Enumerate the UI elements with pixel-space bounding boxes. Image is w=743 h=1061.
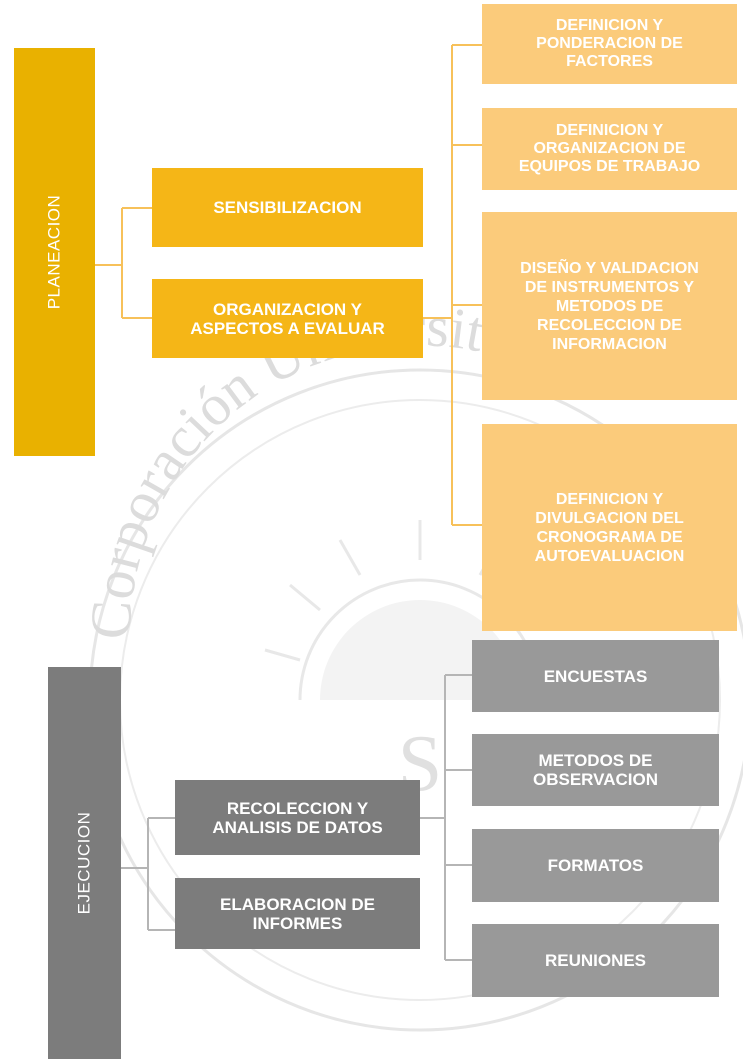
reuniones-box: REUNIONES (472, 924, 719, 997)
instrumentos-box: DISEÑO Y VALIDACION DE INSTRUMENTOS Y ME… (482, 212, 737, 400)
cronograma-label: DEFINICION Y DIVULGACION DEL CRONOGRAMA … (534, 490, 685, 565)
observacion-label: METODOS DE OBSERVACION (532, 751, 658, 789)
instrumentos-label: DISEÑO Y VALIDACION DE INSTRUMENTOS Y ME… (520, 259, 699, 353)
informes-box: ELABORACION DE INFORMES (175, 878, 420, 949)
organizacion-label: ORGANIZACION Y ASPECTOS A EVALUAR (190, 299, 385, 338)
planeacion-connectors (95, 44, 482, 526)
informes-label: ELABORACION DE INFORMES (220, 894, 375, 933)
ejecucion-connectors (121, 674, 472, 961)
sensibilizacion-label: SENSIBILIZACION (213, 198, 362, 217)
cronograma-box: DEFINICION Y DIVULGACION DEL CRONOGRAMA … (482, 424, 737, 631)
reuniones-label: REUNIONES (544, 951, 647, 970)
equipos-trabajo-label: DEFINICION Y ORGANIZACION DE EQUIPOS DE … (518, 122, 701, 175)
planeacion-title: PLANEACION (44, 194, 64, 310)
planeacion-bar: PLANEACION (14, 48, 95, 456)
ponderacion-factores-box: DEFINICION Y PONDERACION DE FACTORES (482, 4, 737, 84)
formatos-label: FORMATOS (547, 856, 644, 875)
recoleccion-box: RECOLECCION Y ANALISIS DE DATOS (175, 780, 420, 855)
encuestas-box: ENCUESTAS (472, 640, 719, 712)
ejecucion-bar: EJECUCION (48, 667, 121, 1059)
organizacion-box: ORGANIZACION Y ASPECTOS A EVALUAR (152, 279, 423, 358)
sensibilizacion-box: SENSIBILIZACION (152, 168, 423, 247)
observacion-box: METODOS DE OBSERVACION (472, 734, 719, 806)
ejecucion-title: EJECUCION (74, 811, 94, 915)
ponderacion-factores-label: DEFINICION Y PONDERACION DE FACTORES (536, 17, 683, 70)
recoleccion-label: RECOLECCION Y ANALISIS DE DATOS (212, 798, 383, 837)
equipos-trabajo-box: DEFINICION Y ORGANIZACION DE EQUIPOS DE … (482, 108, 737, 190)
formatos-box: FORMATOS (472, 829, 719, 902)
encuestas-label: ENCUESTAS (543, 666, 648, 686)
